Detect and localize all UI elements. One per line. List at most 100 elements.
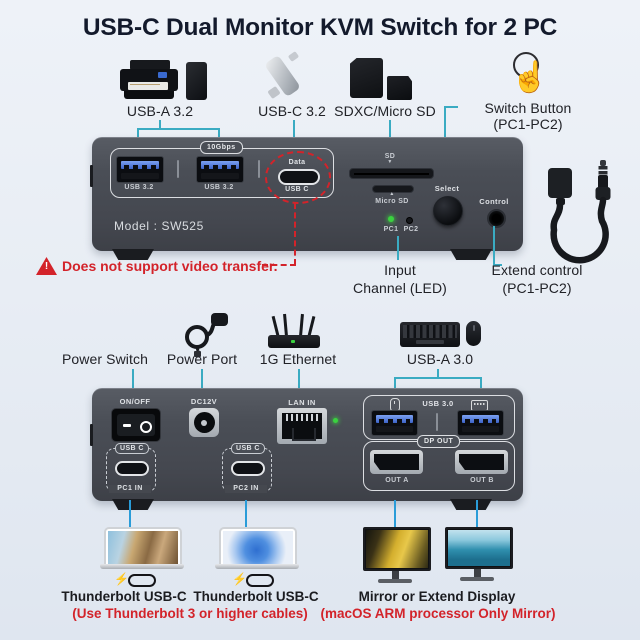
usb-a-port <box>371 410 418 436</box>
device-foot <box>112 499 154 510</box>
sd-card-icon <box>350 58 383 98</box>
model-label: Model : SW525 <box>114 219 204 233</box>
side-vent <box>90 165 93 187</box>
tap-hand-icon: ☝ <box>505 52 549 102</box>
laptop-1 <box>100 527 184 571</box>
connector-line <box>129 500 131 527</box>
connector-line <box>493 226 495 266</box>
dp-out-badge: DP OUT <box>417 435 461 448</box>
thunderbolt-usbc-icon: ⚡ <box>108 572 176 587</box>
warning-triangle-icon: ! <box>36 257 57 275</box>
panel-divider <box>258 160 260 178</box>
printer-icon <box>120 60 180 102</box>
led-pc1 <box>388 216 394 222</box>
extend-control-label: Extend control (PC1-PC2) <box>491 262 583 296</box>
usb-port-label: USB 3.2 <box>204 184 234 191</box>
usbc1-badge: USB C <box>115 443 149 454</box>
usb-c-port <box>231 461 265 476</box>
micro-sd-slot <box>372 185 414 193</box>
panel-divider <box>436 413 438 431</box>
speed-badge: 10Gbps <box>200 141 243 154</box>
connector-line <box>159 120 161 128</box>
thunderbolt-usbc-icon: ⚡ <box>226 572 294 587</box>
legend-usb-c-32: USB-C 3.2 <box>258 103 326 119</box>
dp-port-a <box>370 450 423 474</box>
usb-port-label: USB 3.2 <box>124 184 154 191</box>
panel-divider <box>177 160 179 178</box>
connector-line <box>493 264 502 266</box>
usbc2-badge: USB C <box>231 443 265 454</box>
connector-line <box>137 128 220 130</box>
mouse-icon <box>466 321 481 346</box>
micro-sd-label: Micro SD <box>375 198 409 205</box>
usb-a-port <box>457 410 504 436</box>
connector-line <box>293 120 295 152</box>
dc12v-label: DC12V <box>190 397 218 406</box>
micro-sd-card-icon <box>387 76 412 100</box>
connector-line <box>132 369 134 390</box>
router-icon <box>266 313 322 350</box>
connector-line <box>245 500 247 527</box>
connector-line <box>444 106 458 108</box>
side-vent <box>90 424 93 446</box>
control-jack <box>487 209 506 228</box>
led-pc2 <box>406 217 413 224</box>
connector-line <box>480 377 482 394</box>
extend-control-cable-graphic <box>543 158 618 266</box>
device-foot <box>450 499 492 510</box>
connector-line <box>394 377 482 379</box>
control-label: Control <box>479 197 509 206</box>
lan-port <box>277 408 327 444</box>
arrow-up-icon: ▲ <box>389 191 395 197</box>
onoff-label: ON/OFF <box>119 397 151 406</box>
connector-line <box>394 500 396 527</box>
out-a-label: OUT A <box>385 477 409 484</box>
out-b-label: OUT B <box>470 477 494 484</box>
connector-line <box>394 377 396 394</box>
sd-card-slot <box>349 168 434 179</box>
select-label: Select <box>434 184 460 193</box>
lan-led <box>333 418 338 423</box>
usb-a-port <box>116 156 164 183</box>
legend-usb-a-32: USB-A 3.2 <box>126 103 194 119</box>
select-button <box>433 196 463 226</box>
lan-in-label: LAN IN <box>288 398 316 407</box>
keyboard-icon <box>400 322 460 347</box>
warning-dash-line <box>262 264 296 266</box>
legend-power-port: Power Port <box>166 351 238 367</box>
connector-line <box>437 369 439 378</box>
warning-text: Does not support video transfer. <box>62 258 278 274</box>
monitor-1 <box>363 527 431 583</box>
led-pc1-label: PC1 <box>383 226 399 233</box>
legend-usb-a-30: USB-A 3.0 <box>406 351 474 367</box>
arrow-down-icon: ▼ <box>387 159 393 165</box>
highlight-ellipse <box>265 151 331 204</box>
external-drive-icon <box>186 62 207 100</box>
connector-line <box>397 236 399 260</box>
connector-line <box>476 500 478 527</box>
legend-power-switch: Power Switch <box>61 351 148 367</box>
page-title: USB-C Dual Monitor KVM Switch for 2 PC <box>82 14 558 41</box>
legend-switch-button: Switch Button (PC1-PC2) <box>484 100 572 132</box>
thunderbolt-label-2: Thunderbolt USB-C <box>193 589 319 604</box>
usbc-flash-drive-icon <box>258 51 304 104</box>
thunderbolt-label-1: Thunderbolt USB-C <box>61 589 187 604</box>
connector-line <box>201 369 203 390</box>
monitors-note: (macOS ARM processor Only Mirror) <box>320 606 556 621</box>
power-adapter-icon <box>182 311 230 357</box>
input-channel-label: Input Channel (LED) <box>353 262 447 296</box>
sd-slot-label: SD <box>384 153 396 160</box>
legend-ethernet: 1G Ethernet <box>259 351 337 367</box>
warning-dash-line <box>294 203 296 265</box>
connector-line <box>298 369 300 390</box>
device-foot <box>112 249 154 260</box>
legend-sdxc: SDXC/Micro SD <box>334 103 436 119</box>
usb-a-port <box>196 156 244 183</box>
pc2-in-label: PC2 IN <box>225 485 267 493</box>
device-foot <box>450 249 492 260</box>
usb-c-port <box>115 461 149 476</box>
usb30-label: USB 3.0 <box>422 399 454 408</box>
led-pc2-label: PC2 <box>403 226 419 233</box>
monitor-2 <box>445 527 513 581</box>
